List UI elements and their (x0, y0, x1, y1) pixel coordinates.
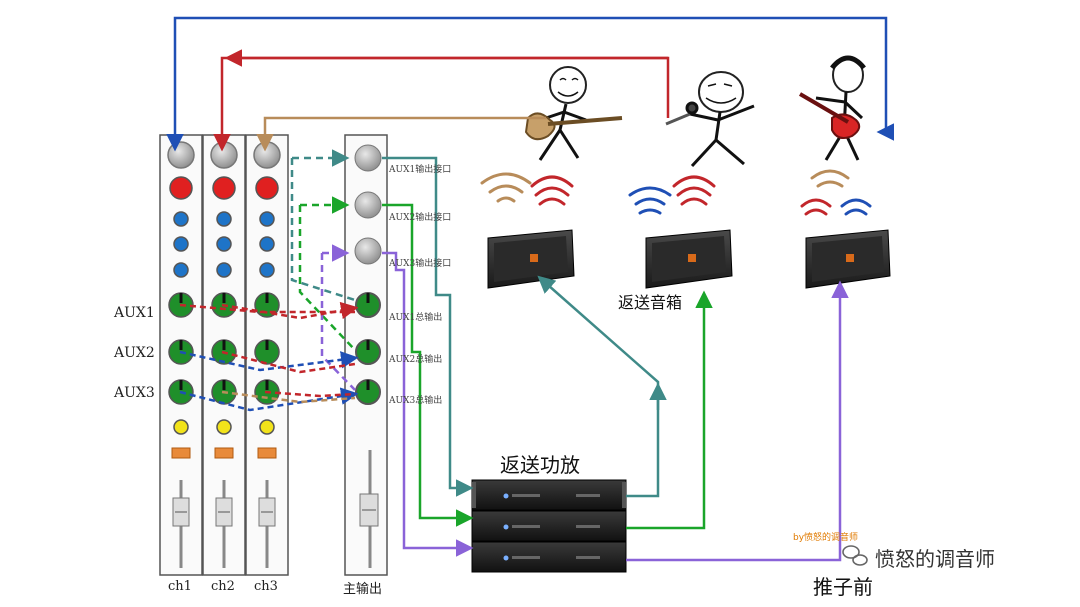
aux3-label: AUX3 (113, 385, 155, 401)
ch1-input-jack (167, 141, 195, 169)
tan-return-line (256, 116, 546, 152)
ch3-pan-knob (259, 419, 275, 435)
aux3-port-label: AUX3输出接口 (388, 257, 451, 269)
signal-lines (166, 16, 894, 562)
master-fader (359, 450, 379, 568)
aux3-master-label: AUX3总输出 (388, 394, 442, 406)
master-aux-jacks (354, 144, 382, 265)
amp-unit-2 (471, 510, 627, 542)
watermark-text: 愤怒的调音师 (875, 547, 995, 571)
ch-aux3-mixed-dashed (179, 387, 359, 412)
ch3-eq-low-knob (259, 262, 275, 278)
aux1-master-label: AUX1总输出 (388, 311, 442, 323)
red-return-line (213, 56, 670, 152)
aux2-master-label: AUX2总输出 (388, 353, 442, 365)
sound-waves-right (800, 169, 872, 216)
ch2-eq-mid-knob (216, 236, 232, 252)
aux2-label: AUX2 (113, 345, 155, 361)
monitor-amplifier-rack (471, 479, 627, 573)
aux1-output-jack (354, 144, 382, 172)
aux-port-labels: AUX1输出接口 AUX2输出接口 AUX3输出接口 AUX1总输出 AUX2总… (388, 163, 451, 406)
ch3-gain-knob (255, 176, 279, 200)
amp3-to-monitor-right (626, 280, 849, 562)
ch-aux2-blue-dashed (179, 350, 359, 372)
ch2-input-jack (210, 141, 238, 169)
ch1-eq-low-knob (173, 262, 189, 278)
amp2-to-monitor-center (626, 290, 713, 530)
aux1-send-line-dashed (290, 158, 356, 302)
ch3-label: ch3 (254, 579, 278, 594)
ch1-eq-mid-knob (173, 236, 189, 252)
aux-row-labels: AUX1 AUX2 AUX3 (113, 305, 155, 401)
ch3-eq-high-knob (259, 211, 275, 227)
sound-waves-center (628, 175, 716, 215)
aux3-send-line-dashed (320, 253, 356, 391)
monitor-speaker-right (805, 229, 891, 289)
watermark: 愤怒的调音师 (842, 545, 995, 571)
ch2-mute-button (214, 447, 234, 459)
ch1-gain-knob (169, 176, 193, 200)
credit-text: by愤怒的调音师 (793, 531, 858, 543)
aux1-out-line (382, 156, 474, 497)
amp-label: 返送功放 (500, 453, 580, 477)
aux2-send-line-dashed (298, 205, 356, 351)
ch1-label: ch1 (168, 579, 192, 594)
prefader-label: 推子前 (813, 575, 873, 599)
amp-unit-3 (471, 541, 627, 573)
ch2-eq-high-knob (216, 211, 232, 227)
ch3-mute-button (257, 447, 277, 459)
master-aux-knobs (355, 292, 381, 405)
ch2-gain-knob (212, 176, 236, 200)
ch3-input-jack (253, 141, 281, 169)
channel-knobs (167, 141, 281, 568)
amp-unit-1 (471, 479, 627, 511)
ch2-label: ch2 (211, 579, 235, 594)
sound-waves-left (480, 172, 574, 206)
performer-guitarist-right (798, 55, 866, 161)
aux1-label: AUX1 (113, 305, 155, 321)
wechat-icon (842, 545, 868, 566)
ch1-mute-button (171, 447, 191, 459)
channel-labels: ch1 ch2 ch3 主输出 (168, 579, 382, 597)
ch2-eq-low-knob (216, 262, 232, 278)
monitor-speaker-left (487, 229, 575, 289)
performer-guitarist-left (524, 66, 623, 161)
aux1-port-label: AUX1输出接口 (388, 163, 451, 175)
monitor-speaker-center (645, 229, 733, 289)
aux2-output-jack (354, 191, 382, 219)
aux3-output-jack (354, 237, 382, 265)
ch1-pan-knob (173, 419, 189, 435)
aux2-out-line (382, 203, 474, 527)
ch1-eq-high-knob (173, 211, 189, 227)
ch3-eq-mid-knob (259, 236, 275, 252)
amp1-to-monitor-left (537, 275, 660, 498)
aux3-out-line (382, 251, 474, 557)
aux2-port-label: AUX2输出接口 (388, 211, 451, 223)
monitor-label: 返送音箱 (618, 293, 682, 312)
ch2-pan-knob (216, 419, 232, 435)
performer-singer-center (665, 71, 755, 168)
blue-return-line (166, 16, 894, 152)
master-label: 主输出 (343, 581, 382, 597)
